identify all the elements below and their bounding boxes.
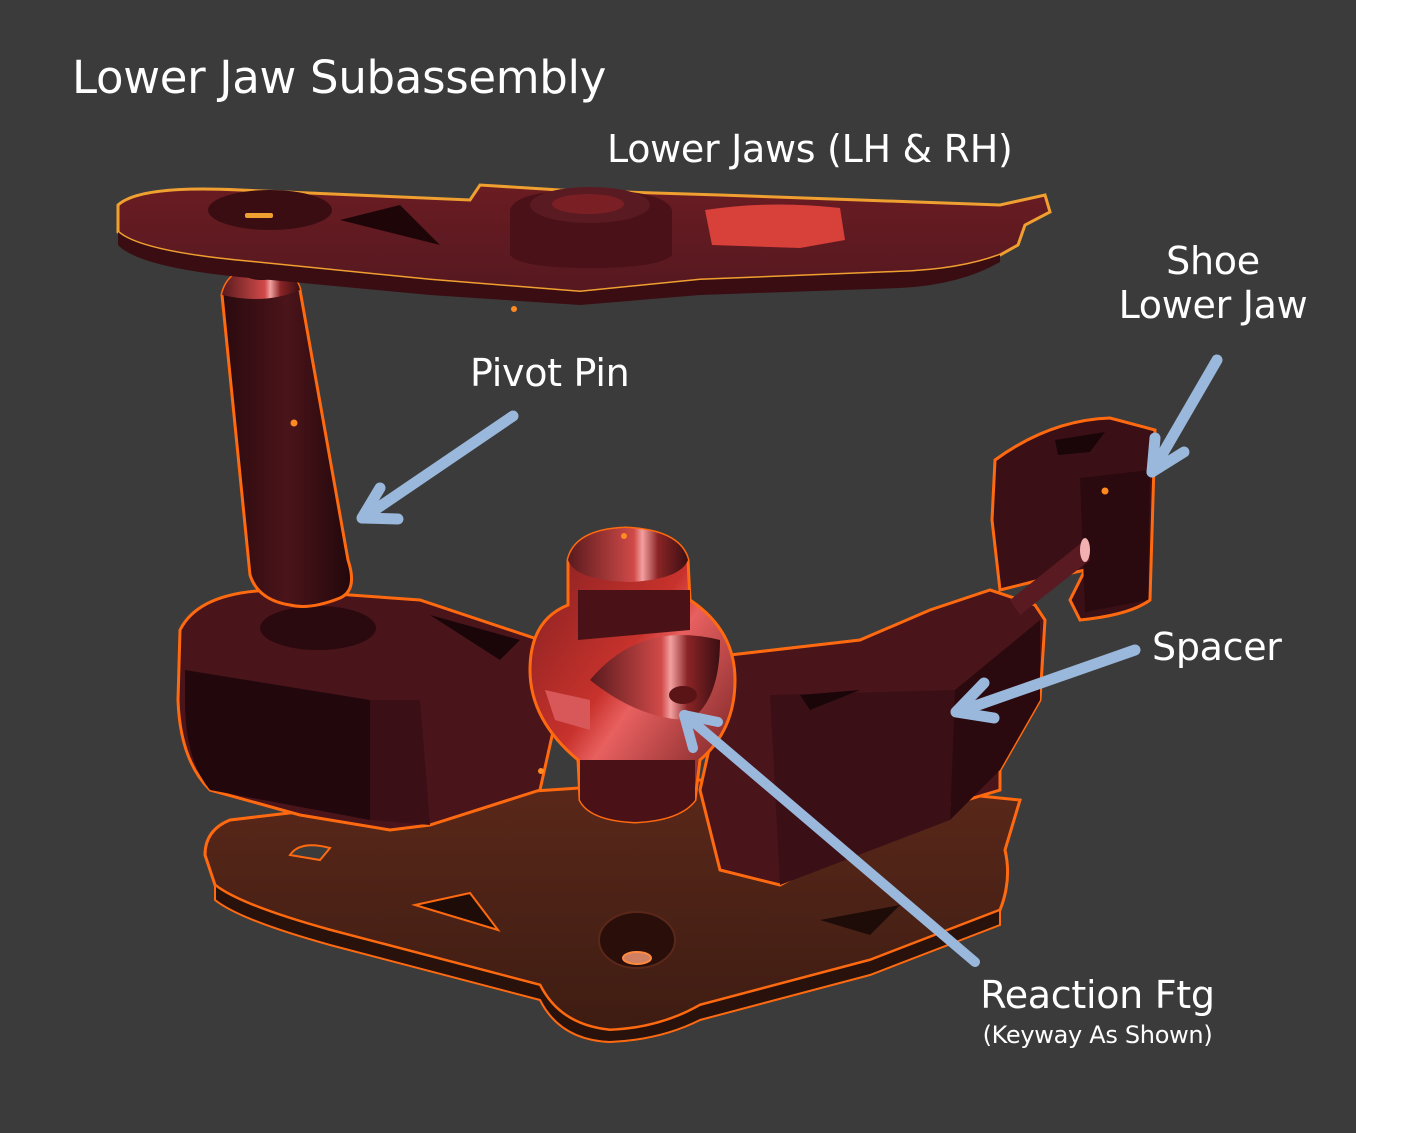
arrow-reaction-ftg [679,710,980,967]
callout-shoe-line1: Shoe [1166,239,1260,283]
callout-shoe-lower-jaw: Shoe Lower Jaw [1106,239,1320,327]
reaction-fitting-part [528,526,737,824]
shoe-lower-jaw-part [990,416,1157,622]
slide-canvas: Lower Jaw Subassembly Lower Jaws (LH & R… [0,0,1356,1133]
page-margin [1356,0,1413,1133]
marker-dot [1101,487,1109,495]
callout-shoe-line2: Lower Jaw [1118,282,1308,327]
slide-title: Lower Jaw Subassembly [72,51,607,104]
lower-jaws-part [116,183,1052,312]
arrow-spacer [950,644,1141,724]
callout-reaction-ftg-sublabel: (Keyway As Shown) [982,1020,1213,1049]
base-hole [598,911,676,969]
marker-dot [538,768,544,774]
pivot-pin-part [220,266,354,608]
callout-lower-jaws: Lower Jaws (LH & RH) [607,127,1013,171]
callout-reaction-ftg-label: Reaction Ftg [980,973,1215,1017]
arrow-shoe-lower-jaw [1146,354,1223,478]
callout-reaction-ftg: Reaction Ftg (Keyway As Shown) [970,973,1225,1049]
callout-spacer: Spacer [1152,625,1282,669]
assembly-illustration [116,183,1223,1044]
arrow-pivot-pin [356,410,519,525]
main-body [176,588,562,832]
callout-pivot-pin: Pivot Pin [470,351,630,395]
